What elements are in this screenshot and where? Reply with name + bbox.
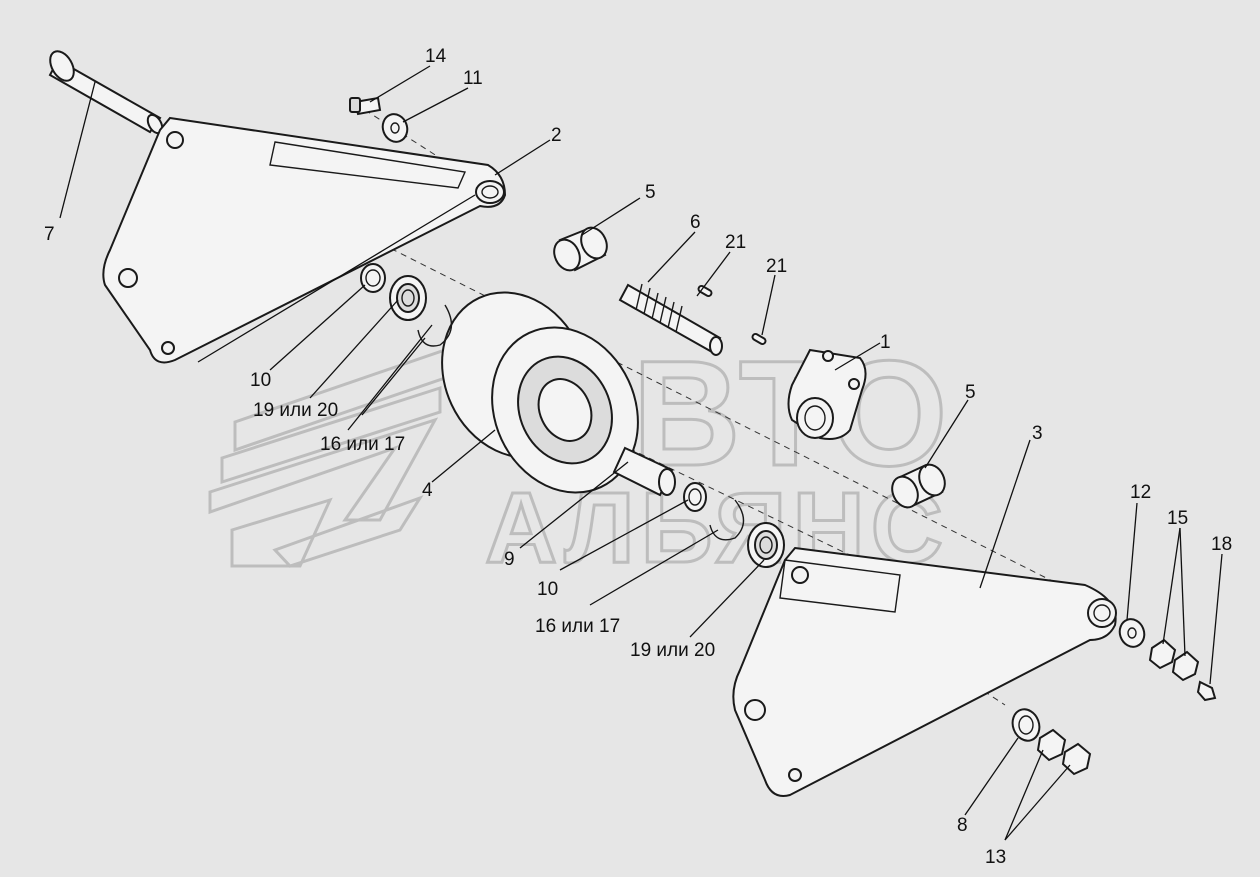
label-1: 1	[880, 332, 891, 353]
part-19-bearing-upper	[389, 275, 427, 321]
part-10-ring-lower	[683, 482, 707, 512]
part-14-bolt	[349, 96, 382, 116]
label-21-left: 21	[725, 232, 746, 253]
label-21-right: 21	[766, 256, 787, 277]
part-11-washer	[381, 113, 409, 143]
part-8-bushing	[1011, 708, 1041, 742]
part-1-bracket	[787, 348, 867, 440]
label-8: 8	[957, 815, 968, 836]
label-7: 7	[44, 224, 55, 245]
part-4-pulley	[441, 291, 639, 494]
part-19-bearing-lower	[747, 522, 785, 568]
label-3: 3	[1032, 423, 1043, 444]
watermark-logo-icon	[208, 347, 447, 568]
label-18: 18	[1211, 534, 1232, 555]
label-9: 9	[504, 549, 515, 570]
part-15-nuts	[1148, 638, 1200, 682]
label-13: 13	[985, 847, 1006, 868]
label-5-lower: 5	[965, 382, 976, 403]
part-5-bushing-upper	[553, 226, 608, 272]
label-19-lower: 19 или 20	[630, 640, 715, 661]
label-12: 12	[1130, 482, 1151, 503]
label-5-upper: 5	[645, 182, 656, 203]
label-16-upper: 16 или 17	[320, 434, 405, 455]
label-10-lower: 10	[537, 579, 558, 600]
part-21-pins	[697, 285, 767, 345]
part-labels: 14 11 2 7 5 6 21 21 1 5 3 10 19 или 20 1…	[44, 46, 1232, 868]
label-15: 15	[1167, 508, 1188, 529]
part-9-spacer-tube	[612, 446, 676, 497]
label-6: 6	[690, 212, 701, 233]
part-2-upper-arm	[102, 116, 507, 364]
label-10-upper: 10	[250, 370, 271, 391]
part-13-nuts	[1036, 728, 1092, 776]
leader-lines	[59, 65, 1223, 841]
label-16-lower: 16 или 17	[535, 616, 620, 637]
label-2: 2	[551, 125, 562, 146]
label-14: 14	[425, 46, 447, 67]
part-10-ring-upper	[360, 263, 386, 293]
label-11: 11	[463, 68, 483, 89]
part-12-washer	[1118, 618, 1146, 648]
part-3-lower-arm	[732, 546, 1117, 797]
part-18-grease-fitting	[1196, 680, 1217, 702]
part-5-bushing-lower	[891, 463, 946, 509]
part-7-axle-pin	[48, 50, 164, 135]
part-16-circlip-lower	[709, 499, 745, 541]
label-19-upper: 19 или 20	[253, 400, 338, 421]
label-4: 4	[422, 480, 433, 501]
part-16-circlip-upper	[417, 304, 453, 347]
part-6-threaded-shaft	[618, 283, 723, 356]
